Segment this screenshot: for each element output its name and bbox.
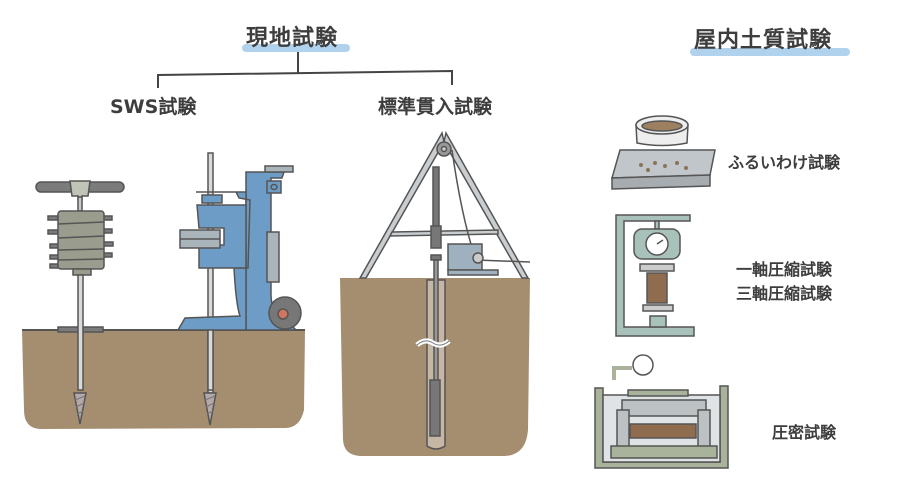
sws-test-label: SWS試験 [110, 96, 197, 118]
screw-point [73, 392, 87, 425]
sws-soil-block [22, 330, 305, 429]
spt-test-label: 標準貫入試験 [378, 96, 493, 118]
lab-tests-title-highlight [690, 48, 850, 56]
field-tests-title-highlight [242, 44, 350, 52]
compression-illustration [615, 214, 695, 337]
consolidation-test-label: 圧密試験 [772, 423, 837, 442]
lab-tests-title: 屋内土質試験 [694, 28, 833, 53]
sieve-test-label: ふるいわけ試験 [728, 153, 841, 172]
rod [77, 274, 84, 391]
hand-sws-device [35, 180, 125, 425]
consolidation-illustration [594, 354, 729, 469]
machine-sws-device [176, 152, 302, 426]
sieve-illustration [610, 115, 716, 190]
unconfined-compression-label: 一軸圧縮試験 [736, 260, 833, 279]
spt-tripod-rig [358, 130, 531, 450]
tree-connector [157, 52, 453, 88]
field-tests-title: 現地試験 [246, 26, 339, 51]
triaxial-compression-label: 三軸圧縮試験 [736, 284, 833, 303]
